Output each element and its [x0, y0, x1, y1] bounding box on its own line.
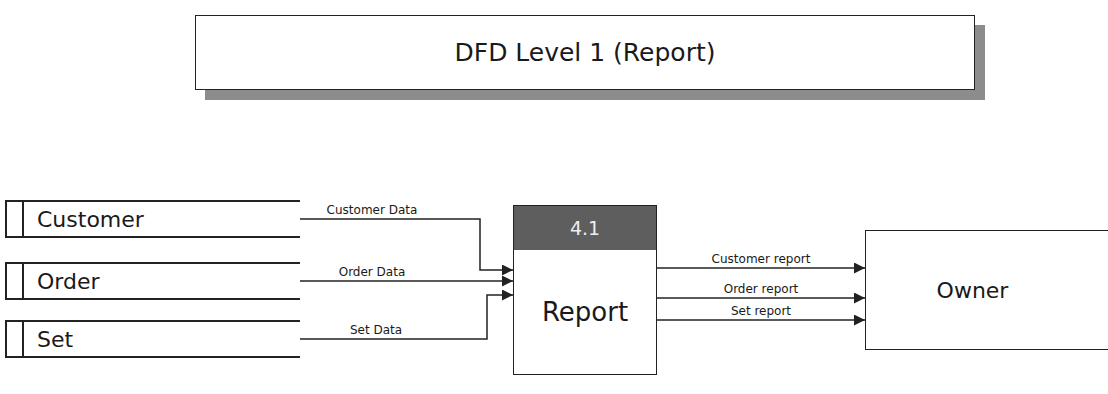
store-compartment	[22, 264, 24, 298]
title-text: DFD Level 1 (Report)	[455, 38, 716, 67]
process-number: 4.1	[570, 217, 600, 239]
node-label: Report	[542, 297, 628, 327]
process-header: 4.1	[514, 206, 656, 250]
process-body: Report	[514, 250, 656, 374]
data-flow	[300, 280, 513, 282]
data-flow	[300, 219, 513, 270]
data-store: Set	[5, 320, 300, 358]
store-compartment	[22, 322, 24, 356]
data-flow	[657, 297, 865, 299]
flow-label: Set report	[729, 304, 793, 318]
node-label: Order	[37, 269, 100, 294]
data-store: Customer	[5, 200, 300, 238]
store-compartment	[22, 202, 24, 236]
flow-label: Order Data	[337, 265, 408, 279]
external-entity: Owner	[865, 230, 1108, 350]
node-label: Set	[37, 327, 73, 352]
data-flow	[657, 319, 865, 321]
flow-label: Customer report	[710, 252, 813, 266]
data-store: Order	[5, 262, 300, 300]
process-box: 4.1Report	[513, 205, 657, 375]
flow-label: Set Data	[348, 323, 404, 337]
flow-label: Order report	[722, 282, 801, 296]
node-label: Owner	[937, 278, 1009, 303]
data-flow	[657, 267, 865, 269]
flow-label: Customer Data	[325, 203, 420, 217]
title-box: DFD Level 1 (Report)	[195, 15, 975, 90]
node-label: Customer	[37, 207, 144, 232]
data-flow	[300, 295, 513, 339]
